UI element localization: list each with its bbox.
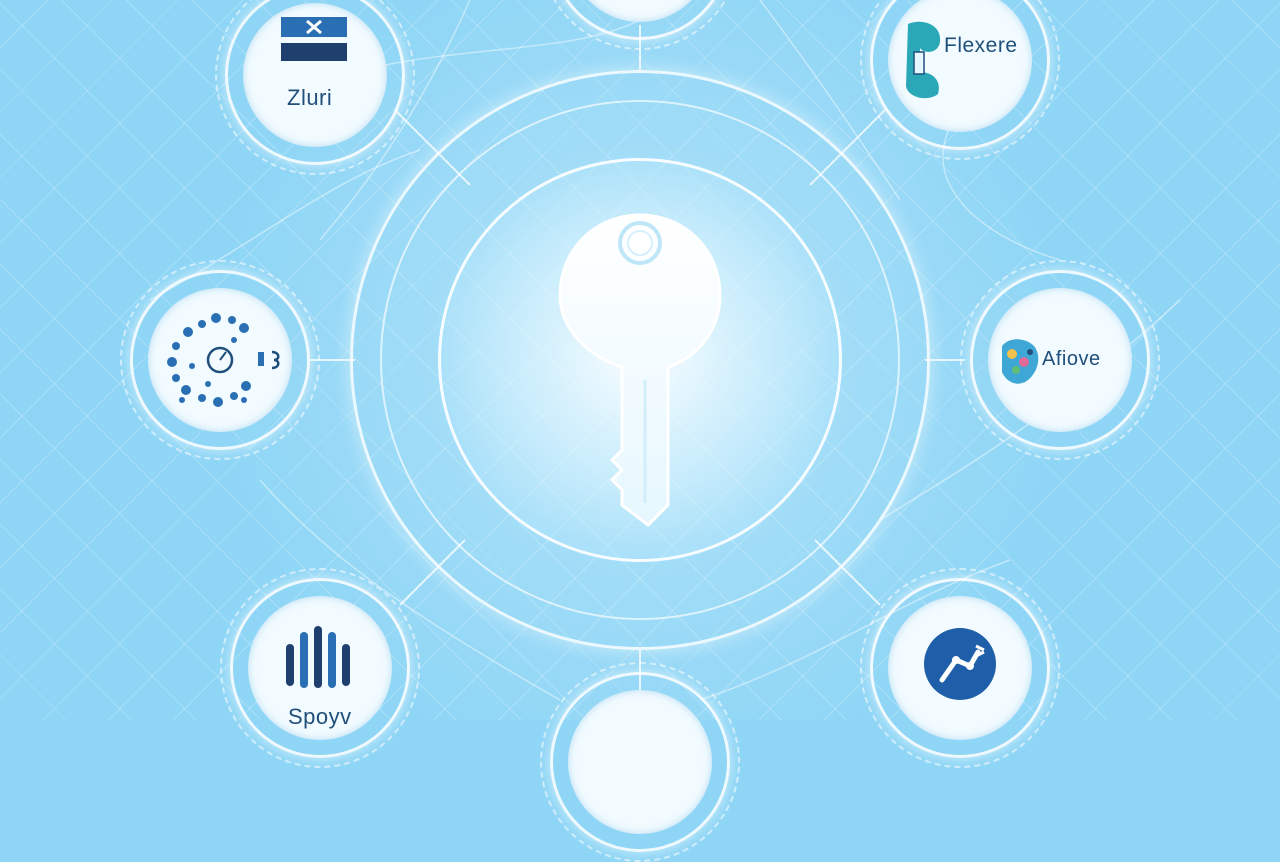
afiove-node-ring bbox=[970, 270, 1150, 450]
flexere-logo-icon bbox=[906, 21, 941, 99]
afiove-node[interactable]: Afiove bbox=[960, 260, 1160, 460]
zluri-label: Zluri bbox=[287, 85, 333, 110]
zluri-node-ring bbox=[225, 0, 405, 165]
key-icon bbox=[558, 213, 722, 527]
afiove-logo-icon bbox=[1002, 339, 1039, 384]
gauge-node-ring bbox=[130, 270, 310, 450]
spoyv-node-face: Spoyv bbox=[248, 596, 392, 740]
afiove-node-outer-ring bbox=[960, 260, 1160, 460]
afiove-label: Afiove bbox=[1042, 348, 1101, 370]
flexere-node-face: Flexere bbox=[888, 0, 1032, 132]
zluri-node-outer-ring bbox=[215, 0, 415, 175]
robotic-arm-icon bbox=[924, 628, 996, 700]
flexere-label: Flexere bbox=[944, 34, 1018, 57]
afiove-node-face: Afiove bbox=[988, 288, 1132, 432]
gauge-node-face bbox=[148, 288, 292, 432]
gauge-node[interactable] bbox=[120, 260, 320, 460]
spoyv-label: Spoyv bbox=[288, 704, 352, 729]
spoyv-logo-icon bbox=[286, 626, 350, 688]
gauge-node-outer-ring bbox=[120, 260, 320, 460]
robotic-arm-node[interactable] bbox=[860, 568, 1060, 768]
spoyv-node[interactable]: Spoyv bbox=[220, 568, 420, 768]
flexere-node[interactable]: Flexere bbox=[860, 0, 1060, 160]
gauge-scatter-icon bbox=[167, 313, 280, 407]
zluri-node-face: Zluri bbox=[243, 3, 387, 147]
flexere-node-ring bbox=[870, 0, 1050, 150]
bottom-center-node[interactable] bbox=[540, 662, 740, 862]
zluri-node[interactable]: Zluri bbox=[215, 0, 415, 175]
hub-middle-ring bbox=[380, 100, 900, 620]
robotic-arm-node-face bbox=[888, 596, 1032, 740]
hub-outer-ring bbox=[350, 70, 930, 650]
zluri-logo-icon bbox=[281, 17, 347, 61]
bottom-center-node-face bbox=[568, 690, 712, 834]
